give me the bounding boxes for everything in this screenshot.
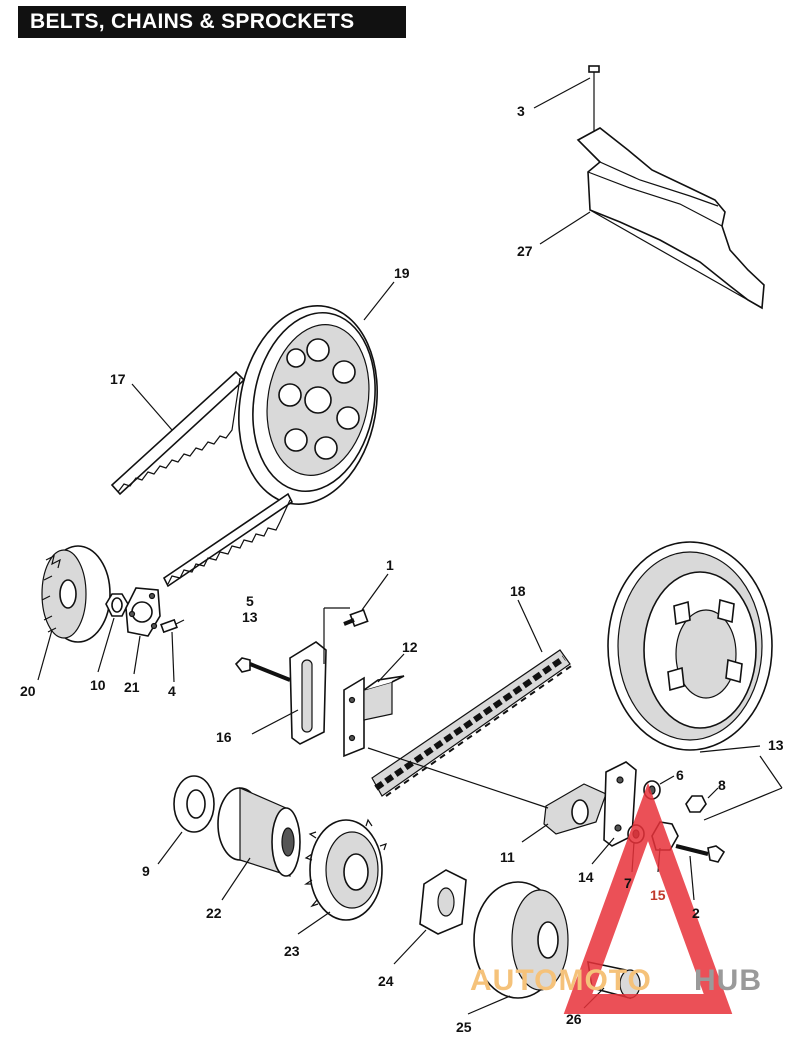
callout-19: 19	[394, 265, 410, 281]
callout-16: 16	[216, 729, 232, 745]
part-18-primary-chain[interactable]	[371, 649, 575, 797]
watermark-text-a: AUTOMOTO	[470, 964, 652, 997]
part-9-spacer-washer[interactable]	[173, 775, 215, 833]
part-22-hub[interactable]	[217, 787, 301, 877]
watermark-logo: AUTOMOTO HUB	[470, 782, 762, 1014]
callout-18: 18	[510, 583, 526, 599]
part-20-transmission-sprocket[interactable]	[41, 545, 111, 643]
part-12-mounting-block[interactable]	[343, 675, 405, 758]
part-2-bolt[interactable]	[675, 844, 726, 863]
part-16-adjuster-bracket[interactable]	[289, 641, 327, 745]
callout-23: 23	[284, 943, 300, 959]
callout-9: 9	[142, 863, 150, 879]
part-3-screw[interactable]	[588, 65, 600, 138]
callout-21: 21	[124, 679, 140, 695]
callout-11: 11	[500, 849, 515, 865]
part-21-lock-plate[interactable]	[125, 587, 161, 637]
callout-15: 15	[650, 887, 666, 903]
part-19-rear-pulley[interactable]	[224, 295, 393, 516]
callout-10: 10	[90, 677, 106, 693]
clutch-sprocket-assembly[interactable]	[607, 541, 773, 751]
callout-17: 17	[110, 371, 126, 387]
callout-6: 6	[676, 767, 684, 783]
watermark-text-b: HUB	[694, 964, 762, 997]
part-25-rotor[interactable]	[473, 881, 569, 999]
callout-labels: 3 27 19 17 1 5 13 18 12 20 10 21 4 16 13…	[20, 103, 784, 1035]
page-title: BELTS, CHAINS & SPROCKETS	[18, 6, 406, 38]
callout-26: 26	[566, 1011, 582, 1027]
callout-8: 8	[718, 777, 726, 793]
callout-14: 14	[578, 869, 594, 885]
callout-4: 4	[168, 683, 176, 699]
part-10-nut[interactable]	[105, 593, 129, 617]
part-8-nut[interactable]	[685, 795, 707, 813]
part-1-screw[interactable]	[323, 607, 369, 664]
callout-27: 27	[517, 243, 533, 259]
part-23-engine-sprocket[interactable]	[304, 818, 387, 921]
callout-7: 7	[624, 875, 632, 891]
part-27-chain-guard[interactable]	[576, 127, 765, 310]
callout-24: 24	[378, 973, 394, 989]
callout-5: 5	[246, 593, 254, 609]
part-17-drive-belt[interactable]	[110, 370, 294, 588]
callout-22: 22	[206, 905, 222, 921]
callout-3: 3	[517, 103, 525, 119]
callout-20: 20	[20, 683, 36, 699]
part-11-tensioner-shoe[interactable]	[543, 783, 607, 835]
callout-13-right: 13	[768, 737, 784, 753]
part-24-shaft-extension[interactable]	[419, 869, 467, 935]
callout-25: 25	[456, 1019, 472, 1035]
part-4-screw[interactable]	[160, 618, 185, 634]
part-13-bolt[interactable]	[234, 657, 291, 682]
part-14-tensioner-plate[interactable]	[603, 761, 637, 847]
callout-12: 12	[402, 639, 418, 655]
callout-1: 1	[386, 557, 394, 573]
callout-13-upper: 13	[242, 609, 258, 625]
callout-2: 2	[692, 905, 700, 921]
